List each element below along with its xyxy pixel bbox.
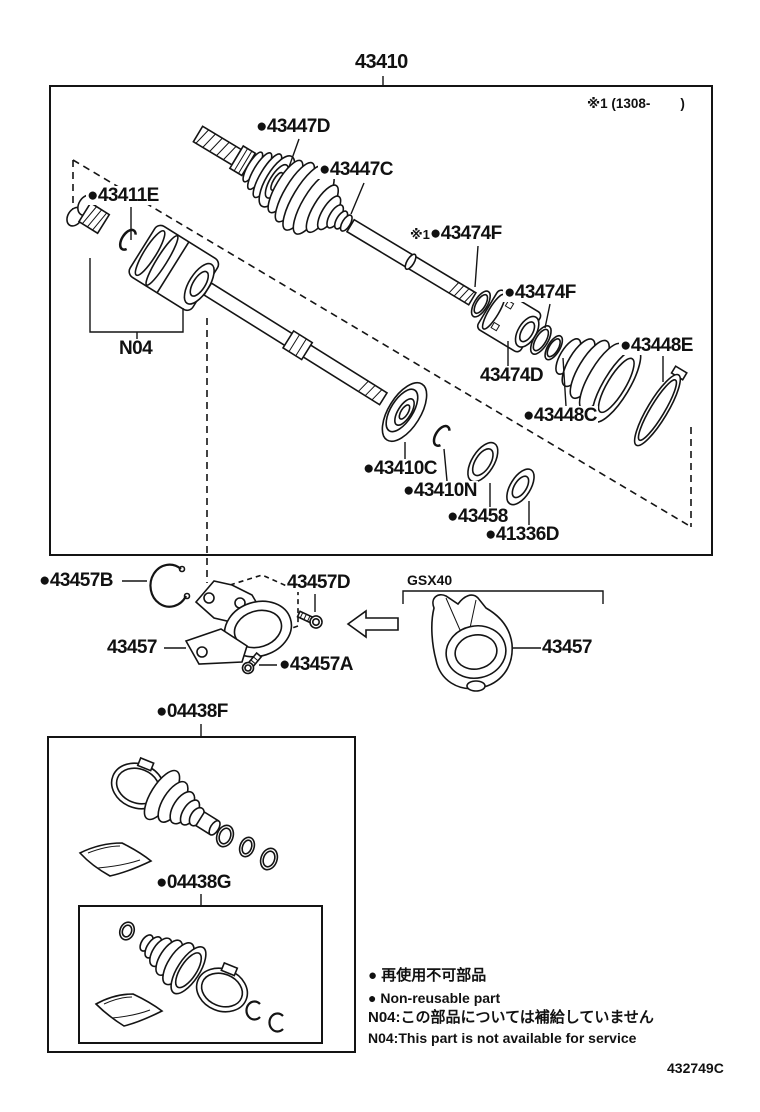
outboard-shaft-drawing <box>192 125 688 447</box>
part-label-43474d: 43474D <box>479 365 544 386</box>
leader-lines <box>89 76 664 906</box>
note-ref-prefix: ※1 <box>410 227 430 242</box>
part-label-n04: N04 <box>118 338 154 359</box>
part-label-43457a: ●43457A <box>278 654 354 675</box>
boot-kit-f-drawing <box>78 756 279 877</box>
legend-n04-jp: N04:この部品については補給していません <box>368 1009 654 1026</box>
part-label-43457: 43457 <box>106 637 158 658</box>
part-label-41336d: ●41336D <box>484 524 560 545</box>
part-label-43447c: ●43447C <box>318 159 394 180</box>
part-label-04438f: ●04438F <box>155 701 229 722</box>
boot-kit-g-drawing <box>94 921 284 1033</box>
part-label-43447d: ●43447D <box>255 116 331 137</box>
page-title: 43410 <box>354 51 409 73</box>
left-arrow-icon <box>346 609 399 639</box>
part-label-43448c: ●43448C <box>522 405 598 426</box>
part-label-43457d: 43457D <box>286 572 351 593</box>
part-label-43474f-top: ※1●43474F <box>409 223 503 244</box>
part-label-43458: ●43458 <box>446 506 509 527</box>
legend-n04-en: N04:This part is not available for servi… <box>368 1030 637 1046</box>
gsx40-knuckle-drawing <box>431 593 513 692</box>
variant-label-gsx40: GSX40 <box>406 572 454 588</box>
part-label-43474f-mid: ●43474F <box>503 282 577 303</box>
bearing-bracket-drawing <box>149 563 323 675</box>
inner-shaft-drawing <box>66 194 535 506</box>
part-label-04438g: ●04438G <box>155 872 232 893</box>
part-label-43448e: ●43448E <box>619 335 694 356</box>
variant-note: ※1 (1308- ) <box>587 96 685 111</box>
diagram-frames <box>47 85 713 1053</box>
part-label-43457b: ●43457B <box>38 570 114 591</box>
legend-nonreusable-en: ● Non-reusable part <box>368 990 501 1006</box>
legend-nonreusable-jp: ● 再使用不可部品 <box>368 967 487 984</box>
drawing-code: 432749C <box>667 1060 724 1076</box>
part-label-43410c: ●43410C <box>362 458 438 479</box>
part-label-43457-gsx40: 43457 <box>541 637 593 658</box>
part-label-43411e: ●43411E <box>86 185 160 206</box>
dashed-axis-lines <box>72 159 692 637</box>
part-label-43410n: ●43410N <box>402 480 478 501</box>
